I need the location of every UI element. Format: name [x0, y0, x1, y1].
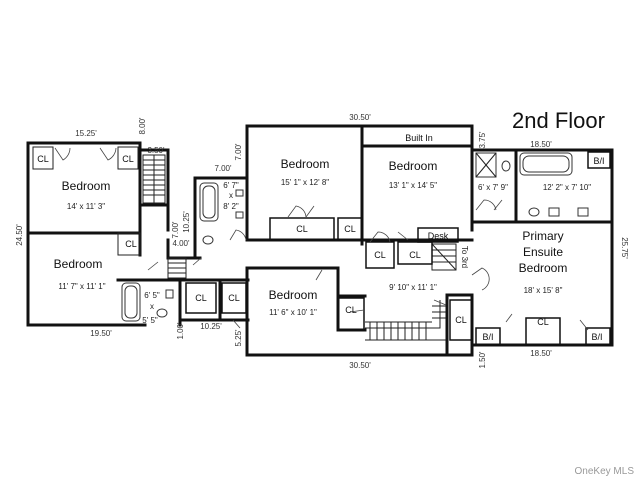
svg-text:7.00': 7.00'	[234, 143, 243, 161]
svg-text:25.75': 25.75'	[620, 237, 629, 259]
bath-c-dims: 6' x 7' 9"	[478, 183, 508, 192]
room-name-line1: Primary	[522, 229, 563, 243]
room-dims: 14' x 11' 3"	[67, 202, 105, 211]
svg-text:1.50': 1.50'	[478, 351, 487, 369]
svg-text:CL: CL	[455, 315, 467, 325]
svg-text:4.00': 4.00'	[172, 239, 190, 248]
svg-text:CL: CL	[37, 154, 49, 164]
svg-text:x: x	[150, 302, 154, 311]
doors	[54, 147, 589, 331]
svg-text:1.00': 1.00'	[176, 322, 185, 340]
exterior-dimensions: 15.25' 8.00' 3.50' 24.50' 19.50' 7.00' 7…	[15, 113, 629, 370]
svg-text:30.50': 30.50'	[349, 113, 371, 122]
stairs	[142, 154, 457, 341]
svg-text:5.25': 5.25'	[234, 329, 243, 347]
svg-text:B/I: B/I	[591, 332, 602, 342]
svg-text:3.50': 3.50'	[147, 146, 165, 155]
svg-text:CL: CL	[374, 250, 386, 260]
svg-text:CL: CL	[195, 293, 207, 303]
room-name-line3: Bedroom	[519, 261, 568, 275]
bath-b: 6' 5" x 5' 5"	[142, 291, 160, 325]
svg-text:B/I: B/I	[593, 156, 604, 166]
room-name: Bedroom	[269, 288, 318, 302]
room-name: Bedroom	[62, 179, 111, 193]
to-3rd-label: To 3rd	[460, 246, 469, 268]
svg-text:8' 2": 8' 2"	[223, 202, 239, 211]
svg-text:6' 5": 6' 5"	[144, 291, 160, 300]
svg-text:x: x	[229, 191, 233, 200]
svg-text:CL: CL	[296, 224, 308, 234]
svg-text:CL: CL	[409, 250, 421, 260]
built-in-label: Built In	[405, 133, 433, 143]
svg-text:10.25': 10.25'	[182, 211, 191, 233]
bedroom-top2: Bedroom 13' 1" x 14' 5"	[389, 159, 438, 190]
watermark: OneKey MLS	[575, 466, 635, 477]
closets	[32, 146, 611, 346]
room-dims: 18' x 15' 8"	[524, 286, 563, 295]
room-name: Bedroom	[281, 157, 330, 171]
svg-text:8.00': 8.00'	[138, 117, 147, 135]
svg-text:CL: CL	[228, 293, 240, 303]
svg-text:15.25': 15.25'	[75, 129, 97, 138]
svg-text:24.50': 24.50'	[15, 224, 24, 246]
svg-text:CL: CL	[345, 305, 357, 315]
svg-text:6' 7": 6' 7"	[223, 181, 239, 190]
room-name-line2: Ensuite	[523, 245, 563, 259]
bedroom-sw: Bedroom 11' 7" x 11' 1"	[54, 257, 106, 291]
room-name: Bedroom	[389, 159, 438, 173]
svg-text:CL: CL	[344, 224, 356, 234]
bedroom-top1: Bedroom 15' 1" x 12' 8"	[281, 157, 330, 187]
svg-text:18.50': 18.50'	[530, 349, 552, 358]
svg-text:CL: CL	[122, 154, 134, 164]
room-dims: 15' 1" x 12' 8"	[281, 178, 329, 187]
room-name: Bedroom	[54, 257, 103, 271]
primary-ensuite-bedroom: Primary Ensuite Bedroom 18' x 15' 8"	[519, 229, 568, 295]
svg-text:18.50': 18.50'	[530, 140, 552, 149]
svg-text:10.25': 10.25'	[200, 322, 222, 331]
bedroom-nw: Bedroom 14' x 11' 3"	[62, 179, 111, 211]
svg-text:19.50': 19.50'	[90, 329, 112, 338]
svg-text:3.75': 3.75'	[478, 131, 487, 149]
svg-text:7.00': 7.00'	[214, 164, 232, 173]
room-dims: 11' 7" x 11' 1"	[58, 282, 105, 291]
desk-label: Desk	[428, 231, 449, 241]
bath-d-dims: 12' 2" x 7' 10"	[543, 183, 591, 192]
room-dims: 13' 1" x 14' 5"	[389, 181, 437, 190]
svg-text:B/I: B/I	[482, 332, 493, 342]
svg-text:CL: CL	[125, 239, 137, 249]
room-dims: 11' 6" x 10' 1"	[269, 308, 317, 317]
hall-dims: 9' 10" x 11' 1"	[389, 283, 437, 292]
bedroom-mid: Bedroom 11' 6" x 10' 1"	[269, 288, 318, 317]
svg-text:5' 5": 5' 5"	[142, 316, 158, 325]
closet-labels: CL CL CL CL CL CL CL CL CL CL CL CL B/I …	[37, 133, 604, 342]
fixtures	[121, 152, 589, 322]
bath-a: 6' 7" x 8' 2"	[223, 181, 239, 211]
svg-text:CL: CL	[537, 317, 549, 327]
floor-title: 2nd Floor	[512, 108, 605, 133]
svg-text:7.00': 7.00'	[171, 221, 180, 239]
svg-text:30.50': 30.50'	[349, 361, 371, 370]
